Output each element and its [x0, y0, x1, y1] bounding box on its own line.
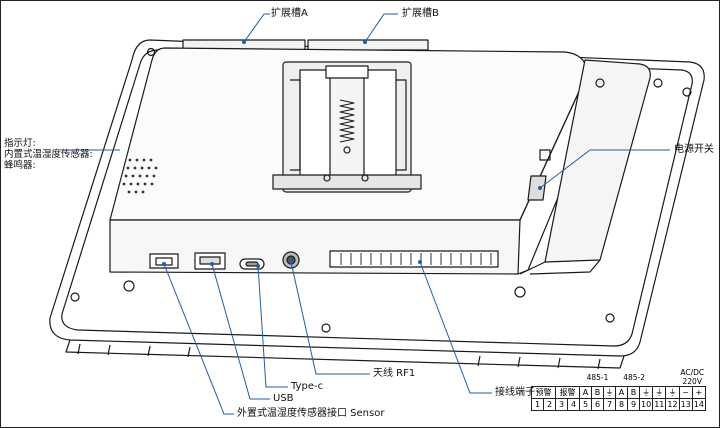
leader-lines	[60, 13, 670, 415]
terminal-block	[329, 250, 499, 268]
device-bezel	[49, 39, 705, 357]
label-power-switch: 电源开关	[674, 144, 714, 155]
pin-number: 2	[543, 398, 556, 411]
hdr-spacer-2	[653, 368, 679, 387]
pin-number: 12	[665, 398, 680, 411]
pin-number: 4	[567, 398, 580, 411]
pin-number: 1	[531, 398, 544, 411]
label-slot-a: 扩展槽A	[271, 8, 308, 19]
fn-cell: ⏚	[603, 386, 616, 399]
fn-cell: ⏚	[638, 386, 654, 399]
label-type-c: Type-c	[291, 381, 324, 392]
fn-cell: ⏚	[665, 386, 680, 399]
fn-cell: B	[591, 386, 604, 399]
screws	[70, 47, 692, 333]
bottom-feet	[77, 343, 601, 370]
pin-number: 9	[627, 398, 640, 411]
fn-cell: B	[627, 386, 640, 399]
label-usb: USB	[273, 393, 294, 404]
fn-cell: 报警	[555, 386, 580, 399]
function-row: 预警 报警 A B ⏚ A B ⏚ ⏚ ⏚ ~ +	[531, 386, 706, 399]
label-internal-sensor: 内置式温湿度传感器:	[4, 149, 93, 160]
label-sensor-port: 外置式温湿度传感器接口 Sensor	[237, 408, 385, 419]
hdr-spacer	[532, 368, 580, 387]
label-buzzer: 蜂鸣器:	[4, 160, 36, 171]
slot-b-body	[307, 39, 429, 51]
number-row: 1 2 3 4 5 6 7 8 9 10 11 12 13 14	[531, 398, 706, 411]
hdr-485-2: 485-2	[623, 372, 645, 382]
pin-number: 8	[615, 398, 628, 411]
fn-cell: 预警	[531, 386, 556, 399]
fn-cell: ~	[678, 386, 693, 399]
hdr-485-1: 485-1	[586, 372, 609, 382]
din-rail-bracket	[272, 61, 422, 193]
hdr-power-bottom: 220V	[682, 377, 702, 386]
fn-cell: A	[579, 386, 592, 399]
fn-cell: +	[691, 386, 706, 399]
label-indicator: 指示灯:	[4, 138, 36, 149]
label-terminal: 接线端子	[495, 387, 535, 398]
hdr-power-top: AC/DC	[680, 368, 705, 377]
pin-number: 3	[555, 398, 568, 411]
din-spring	[339, 99, 355, 143]
pin-number: 7	[603, 398, 616, 411]
pin-number: 10	[638, 398, 654, 411]
pin-number: 14	[691, 398, 706, 411]
pin-number: 11	[652, 398, 667, 411]
leader-dots	[162, 40, 542, 268]
fn-cell: ⏚	[652, 386, 667, 399]
power-switch	[527, 175, 547, 201]
right-wing	[544, 59, 651, 263]
label-antenna: 天线 RF1	[373, 368, 416, 379]
buzzer-holes	[122, 158, 158, 194]
pin-number: 6	[591, 398, 604, 411]
pin-number: 13	[678, 398, 693, 411]
fn-cell: A	[615, 386, 628, 399]
label-slot-b: 扩展槽B	[402, 8, 439, 19]
pin-number: 5	[579, 398, 592, 411]
device-bezel-inner	[61, 49, 693, 347]
